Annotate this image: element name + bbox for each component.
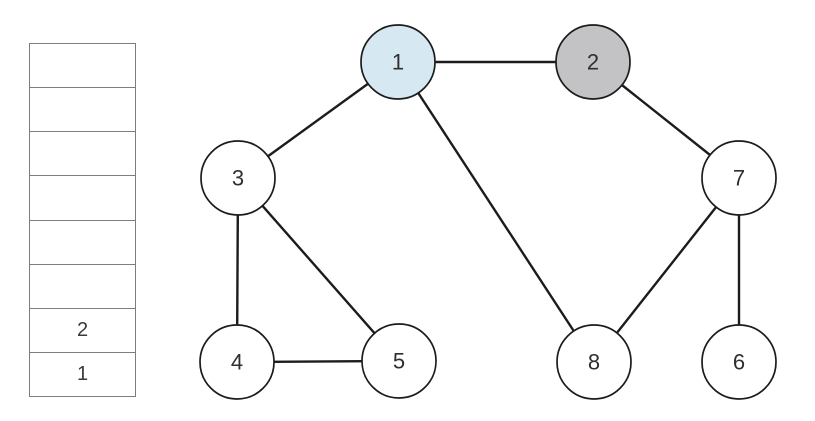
graph-node-circle — [361, 323, 437, 399]
graph-node-circle — [555, 24, 631, 100]
graph-node-label: 7 — [733, 166, 745, 191]
graph-node-circle — [360, 24, 436, 100]
graph-node-8: 8 — [556, 324, 632, 400]
graph-node-1: 1 — [360, 24, 436, 100]
graph-node-circle — [701, 324, 777, 400]
stack-cell: 2 — [30, 308, 135, 353]
graph-node-label: 8 — [588, 350, 600, 375]
graph-node-6: 6 — [701, 324, 777, 400]
graph-node-2: 2 — [555, 24, 631, 100]
stack-cell — [30, 132, 135, 177]
graph-node-circle — [556, 324, 632, 400]
graph-edge-1-8 — [396, 60, 596, 364]
graph-node-circle — [199, 324, 275, 400]
graph-node-3: 3 — [200, 140, 276, 216]
stack-cell — [30, 176, 135, 221]
stack-cell — [30, 88, 135, 133]
graph-node-label: 1 — [392, 50, 404, 75]
graph-node-label: 3 — [232, 166, 244, 191]
graph-node-4: 4 — [199, 324, 275, 400]
stack-cell — [30, 220, 135, 265]
graph-node-circle — [701, 140, 777, 216]
graph-node-7: 7 — [701, 140, 777, 216]
graph-node-circle — [200, 140, 276, 216]
stack-cell — [30, 44, 135, 89]
graph-edge-3-5 — [236, 176, 401, 363]
graph-node-label: 6 — [733, 350, 745, 375]
stack-cell: 1 — [30, 352, 135, 396]
stack-cell — [30, 264, 135, 309]
graph-node-5: 5 — [361, 323, 437, 399]
graph-edge-7-8 — [592, 176, 741, 364]
graph-node-label: 4 — [231, 350, 243, 375]
graph-node-label: 5 — [393, 349, 405, 374]
graph-node-label: 2 — [587, 50, 599, 75]
